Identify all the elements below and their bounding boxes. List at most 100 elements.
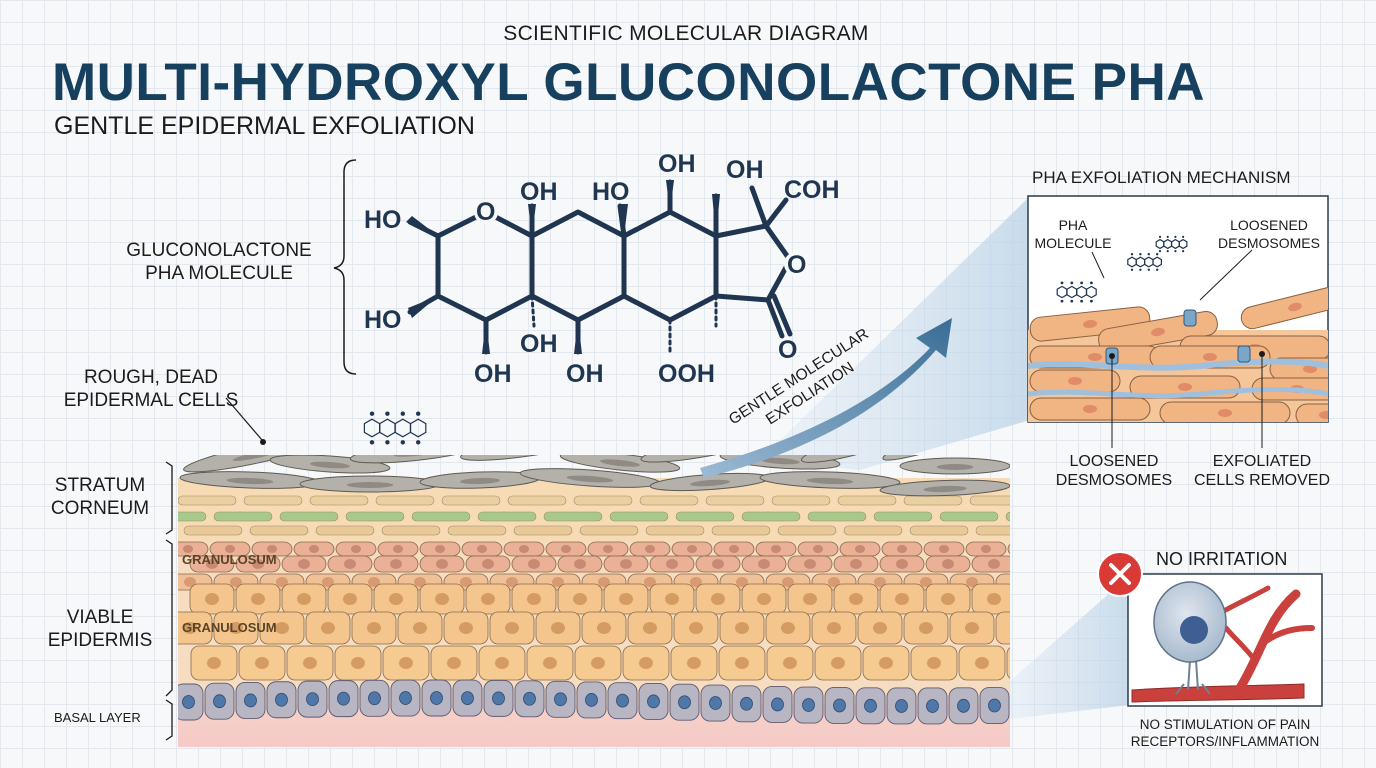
- cell-nucleus: [481, 593, 495, 605]
- mechanism-cell: [1295, 403, 1328, 422]
- dead-cell-nucleus: [936, 464, 974, 470]
- dead-cell-nucleus: [646, 423, 683, 434]
- dead-cell-nucleus: [309, 461, 350, 469]
- cell-nucleus: [389, 593, 403, 605]
- mechanism-cell-nucleus: [1068, 377, 1082, 385]
- viable-label-line2: EPIDERMIS: [47, 630, 153, 651]
- basal-nucleus: [988, 698, 1001, 713]
- cell-nucleus: [573, 593, 587, 605]
- cell-nucleus: [184, 577, 196, 587]
- dead-cell-nucleus: [806, 477, 854, 485]
- pha-molecule-label: PHA MOLECULE: [1030, 216, 1116, 252]
- corneum-lamella: [909, 525, 969, 536]
- loosened-bottom-line1: LOOSENED: [1069, 453, 1159, 470]
- mini-molecule-atom: [1158, 250, 1162, 253]
- gluconolactone-structure: [407, 179, 793, 355]
- irritation-caption-line1: NO STIMULATION OF PAIN: [1139, 717, 1311, 732]
- cell-nucleus: [941, 593, 955, 605]
- basal-nucleus: [523, 691, 536, 706]
- cell-nucleus: [495, 657, 509, 669]
- corneum-lamella: [939, 511, 999, 522]
- dead-cell: [460, 455, 590, 461]
- cell-nucleus: [782, 577, 794, 587]
- corneum-lamella: [777, 525, 837, 536]
- cell-nucleus: [690, 577, 702, 587]
- basal-nucleus: [182, 695, 195, 709]
- cell-nucleus: [255, 657, 269, 669]
- cell-nucleus: [804, 559, 816, 569]
- mechanism-cell-nucleus: [1218, 409, 1232, 417]
- corneum-lamella: [213, 511, 273, 522]
- dead-cell-nucleus: [923, 485, 967, 493]
- corneum-lamella: [609, 511, 669, 522]
- mini-molecule-ring: [1152, 256, 1163, 268]
- cell-nucleus: [813, 545, 823, 553]
- corneum-lamella: [807, 511, 867, 522]
- corneum-lamella: [573, 495, 633, 506]
- cell-nucleus: [436, 559, 448, 569]
- dead-cell-nucleus: [600, 459, 640, 467]
- cell-nucleus: [276, 577, 288, 587]
- cell-nucleus: [783, 657, 797, 669]
- dead-cell-nucleus: [683, 442, 727, 455]
- mechanism-cell-nucleus: [1303, 365, 1317, 373]
- intercellular-gap: [1028, 358, 1328, 371]
- basal-nucleus: [740, 696, 753, 711]
- cell-nucleus: [1012, 577, 1024, 587]
- cell-nucleus: [874, 577, 886, 587]
- basal-nucleus: [585, 693, 598, 707]
- small-pha-molecule: [363, 411, 427, 445]
- cell-nucleus: [344, 559, 356, 569]
- cell-nucleus: [367, 622, 381, 634]
- zoom-cone-mechanism: [760, 196, 1030, 470]
- mechanism-cell-nucleus: [1288, 302, 1302, 312]
- dead-cell-nucleus: [226, 477, 274, 485]
- cell-nucleus: [644, 577, 656, 587]
- pha-label-line1: PHA: [1058, 217, 1088, 233]
- cell-nucleus: [849, 593, 863, 605]
- dead-cell-body: [640, 455, 770, 463]
- group-oh-4: OH: [520, 330, 558, 358]
- dead-cell: [559, 455, 681, 473]
- mini-molecule-atom: [385, 440, 390, 445]
- cell-nucleus: [551, 622, 565, 634]
- loosened-top-line2: DESMOSOMES: [1218, 235, 1320, 251]
- cell-nucleus: [297, 593, 311, 605]
- cell-nucleus: [322, 577, 334, 587]
- epidermal-cell: [1007, 543, 1010, 555]
- cell-nucleus: [252, 559, 264, 569]
- mini-molecule: [1127, 253, 1163, 271]
- cell-nucleus: [390, 559, 402, 569]
- cell-nucleus: [205, 593, 219, 605]
- cell-nucleus: [855, 545, 865, 553]
- corneum-lamella: [645, 525, 705, 536]
- viable-label-line1: VIABLE: [66, 607, 134, 628]
- zoom-cone-irritation: [1000, 575, 1130, 720]
- granulosum-label-1: GRANULOSUM: [182, 552, 277, 567]
- cell-nucleus: [435, 545, 445, 553]
- mini-molecule-atom: [1182, 235, 1185, 238]
- corneum-lamella: [178, 495, 237, 506]
- corneum-lamella: [178, 511, 207, 522]
- cell-nucleus: [828, 577, 840, 587]
- cell-nucleus: [781, 622, 795, 634]
- cell-nucleus: [711, 593, 725, 605]
- mini-molecule-atom: [1147, 253, 1151, 256]
- corneum-lamella: [1005, 511, 1010, 522]
- mini-molecule-atom: [369, 411, 375, 416]
- irritation-caption-line2: RECEPTORS/INFLAMMATION: [1130, 734, 1320, 749]
- cell-nucleus: [735, 622, 749, 634]
- mini-molecule-atom: [1147, 268, 1151, 271]
- cell-nucleus: [413, 622, 427, 634]
- mechanism-cell-nucleus: [1178, 383, 1192, 391]
- corneum-lamella: [771, 495, 831, 506]
- dead-cell-body: [882, 455, 998, 461]
- cell-nucleus: [988, 559, 1000, 569]
- cell-nucleus: [639, 657, 653, 669]
- cell-nucleus: [519, 545, 529, 553]
- dead-cell-body: [800, 455, 900, 463]
- cell-nucleus: [477, 545, 487, 553]
- cell-nucleus: [351, 657, 365, 669]
- cell-nucleus: [183, 545, 193, 553]
